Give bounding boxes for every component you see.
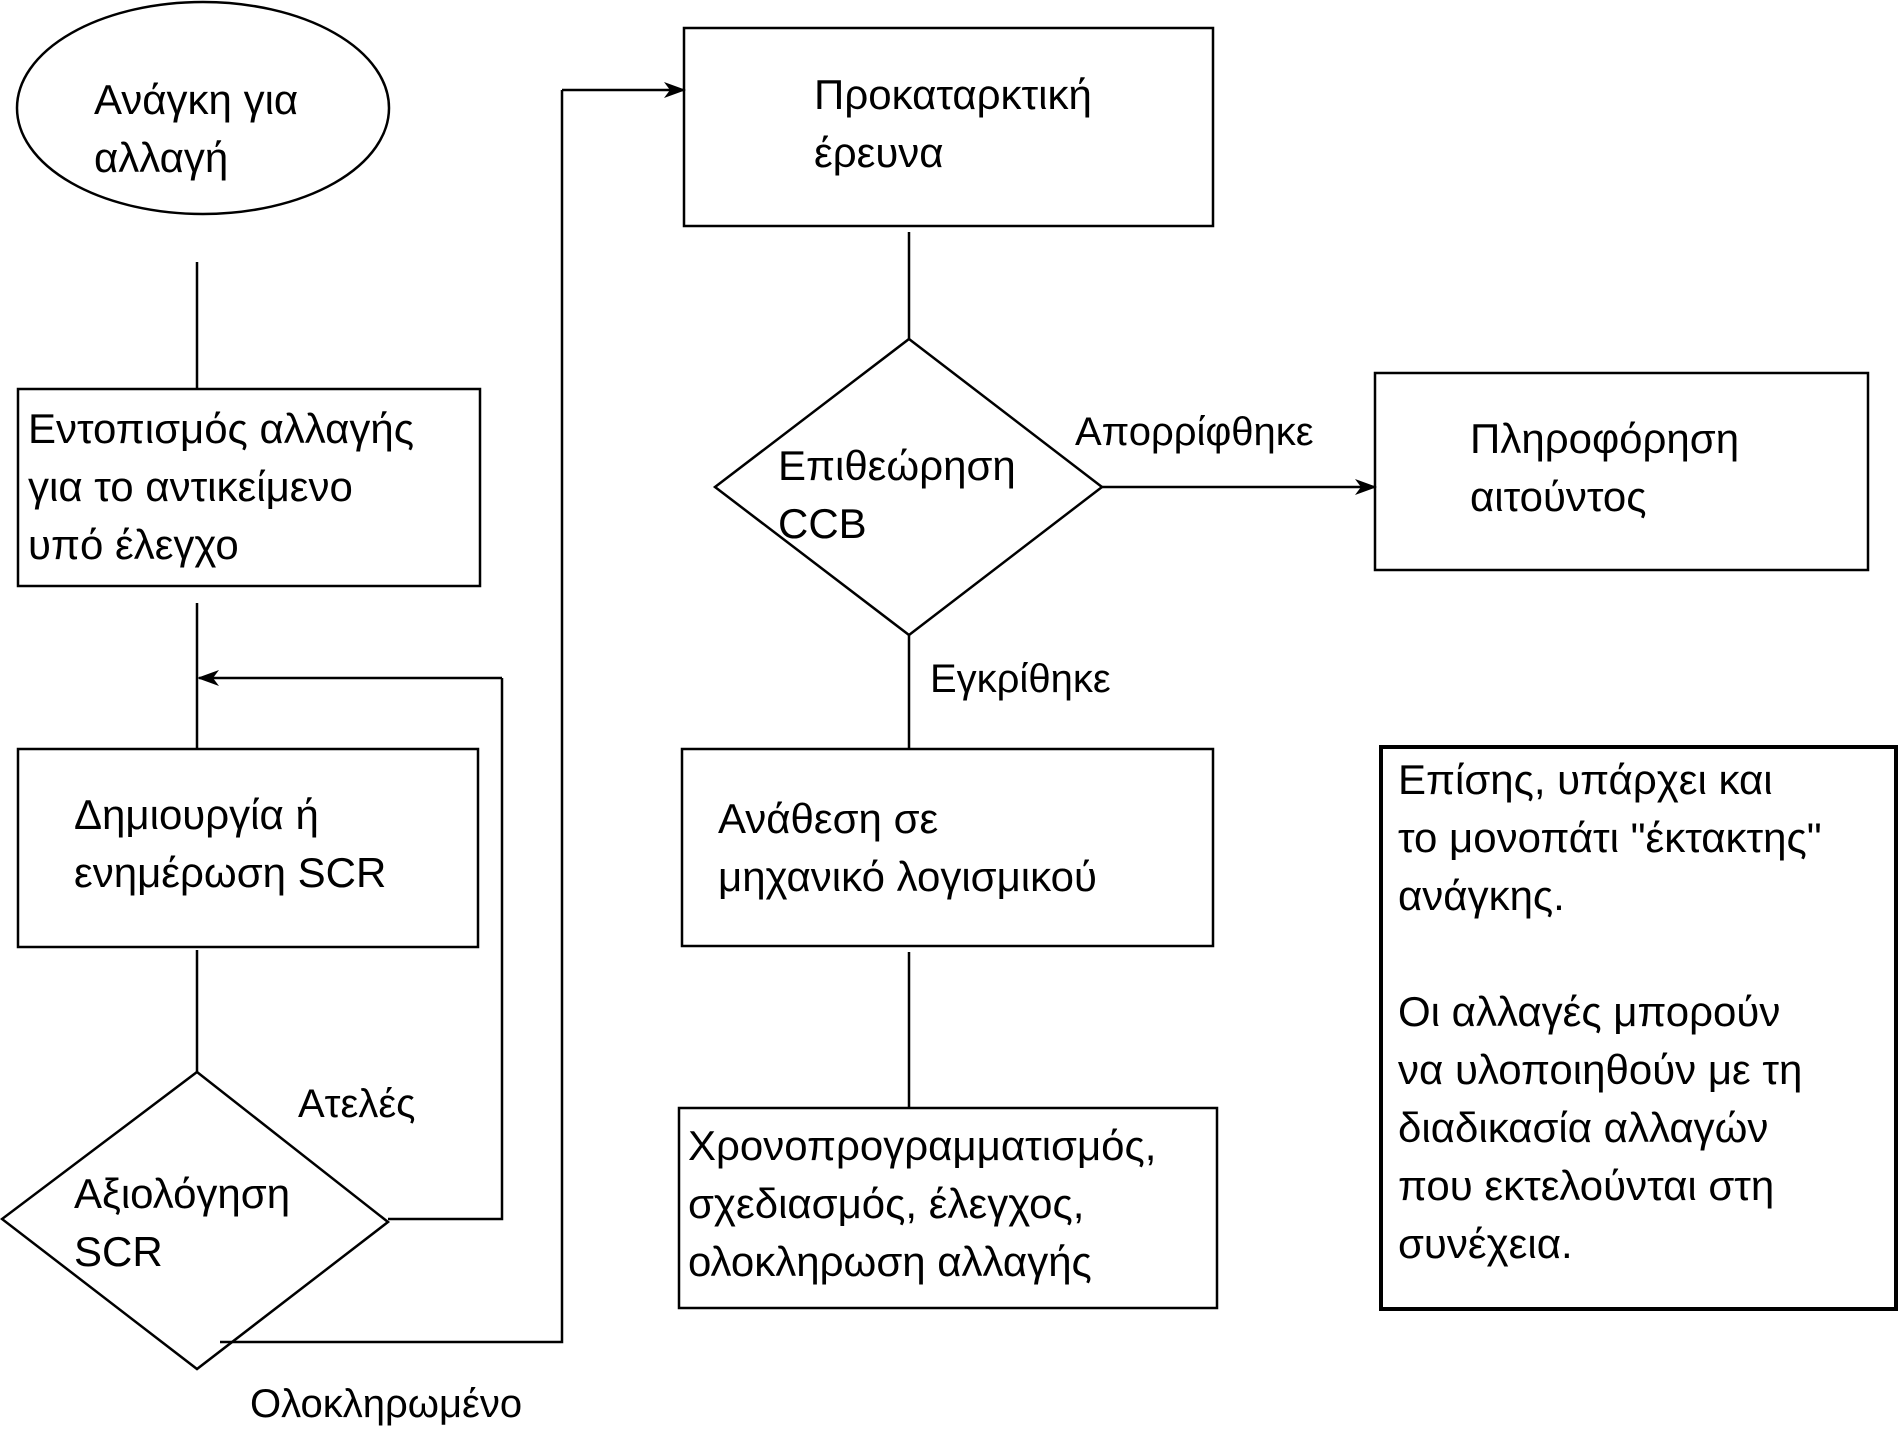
- note-box: [1379, 745, 1898, 1311]
- edge-label-rejected: Απορρίφθηκε: [1075, 410, 1314, 454]
- node-create-update-scr: Δημιουργία ή ενημέρωση SCR: [74, 791, 387, 896]
- node-identify-change: Εντοπισμός αλλαγής για το αντικείμενο υπ…: [28, 405, 414, 568]
- connector-incomplete-loop: [388, 678, 504, 1221]
- node-schedule-design-test: Χρονοπρογραμματισμός, σχεδιασμός, έλεγχο…: [688, 1122, 1157, 1285]
- schedule-box: [677, 1106, 1219, 1310]
- start-ellipse: [15, 0, 391, 216]
- node-evaluate-scr: Αξιολόγηση SCR: [74, 1170, 291, 1275]
- node-need-for-change: Ανάγκη για αλλαγή: [94, 76, 299, 181]
- evaluate-scr-diamond: [0, 1070, 391, 1371]
- node-preliminary-study: Προκαταρκτική έρευνα: [814, 71, 1092, 176]
- node-ccb-review: Επιθεώρηση CCB: [778, 442, 1016, 547]
- identify-change-box: [16, 387, 482, 588]
- edge-label-incomplete: Ατελές: [298, 1082, 416, 1126]
- node-inform-requester: Πληροφόρηση αιτούντος: [1470, 415, 1740, 520]
- create-scr-box: [16, 747, 480, 949]
- note-text: Επίσης, υπάρχει και το μονοπάτι "έκτακτη…: [1398, 756, 1822, 1267]
- edge-label-completed: Ολοκληρωμένο: [250, 1382, 523, 1426]
- edge-label-approved: Εγκρίθηκε: [930, 657, 1111, 701]
- connector-completed-path: [220, 90, 564, 1344]
- assign-engineer-box: [680, 747, 1215, 948]
- preliminary-study-box: [682, 26, 1215, 228]
- inform-requester-box: [1373, 371, 1870, 572]
- node-assign-engineer: Ανάθεση σε μηχανικό λογισμικού: [718, 795, 1097, 900]
